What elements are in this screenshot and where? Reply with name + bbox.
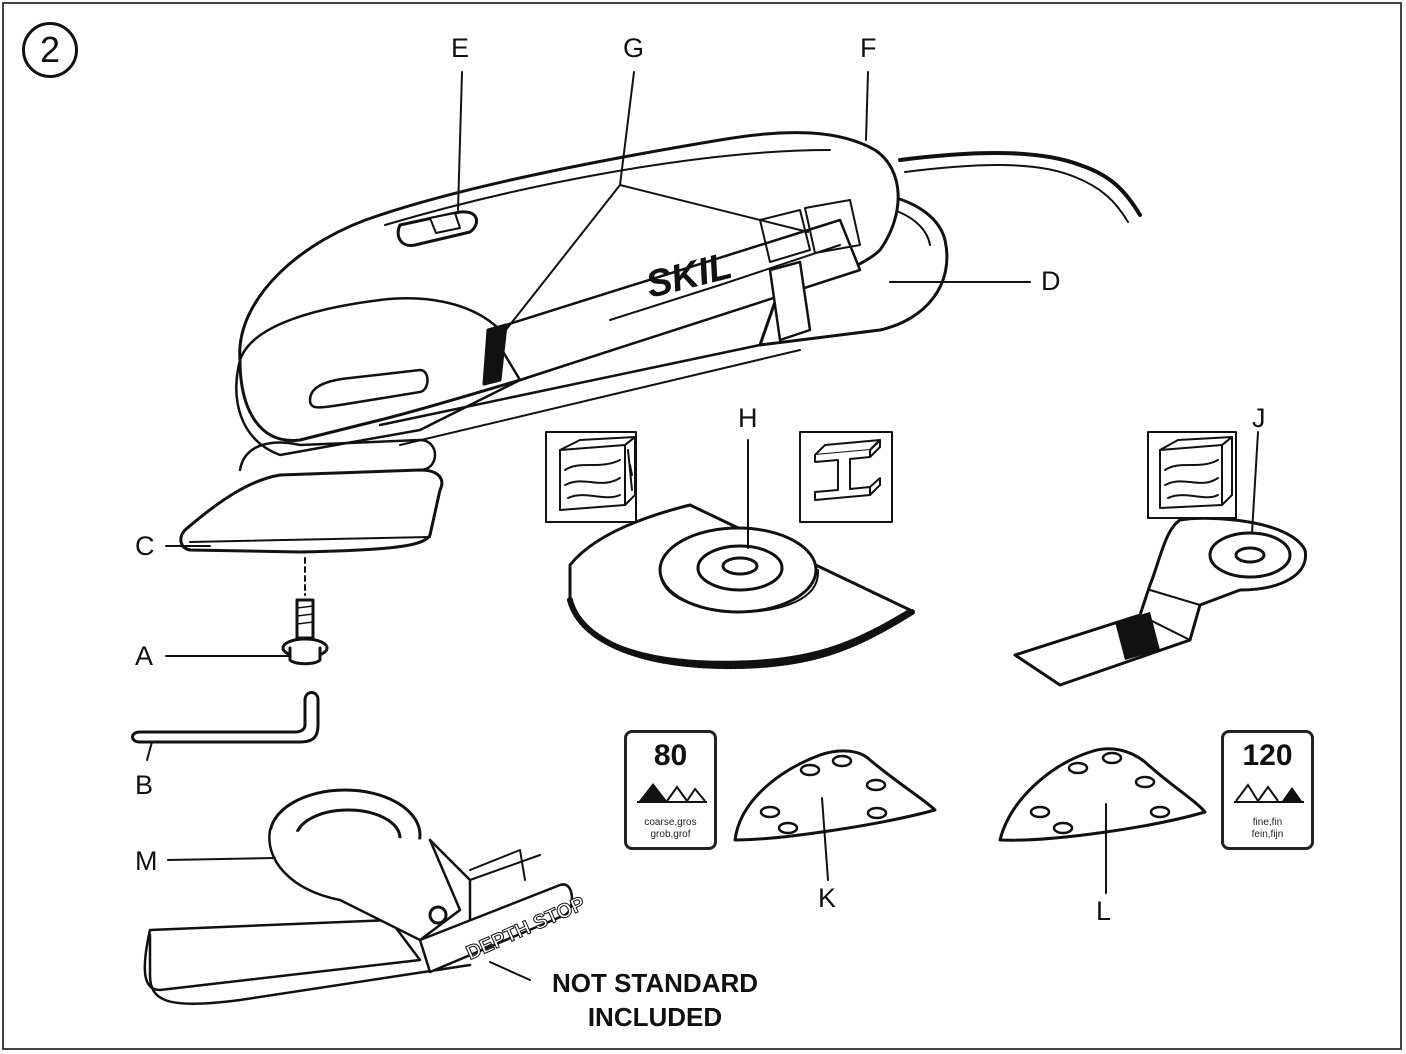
note-line-1: NOT STANDARD (551, 968, 759, 998)
figure-number: 2 (22, 22, 78, 78)
label-l: L (1096, 896, 1112, 926)
grit-text-line-1: coarse,gros (644, 817, 697, 828)
depth-stop-m (143, 788, 574, 1006)
grit-number: 80 (653, 739, 688, 772)
grit-text: coarse,gros grob,grof (627, 817, 714, 841)
sanding-sheet-k (733, 749, 937, 842)
label-h: H (738, 403, 758, 433)
coarse-grit-icon (637, 783, 707, 803)
grit-text-line-1: fine,fin (1252, 817, 1283, 828)
grip-band (482, 323, 508, 386)
grit-text-line-2: grob,grof (650, 829, 691, 840)
label-a: A (135, 641, 154, 671)
note-line-2: INCLUDED (587, 1002, 723, 1032)
grit-text-line-2: fein,fijn (1251, 829, 1284, 840)
label-b: B (135, 770, 154, 800)
vent-slot (308, 368, 429, 409)
sanding-sheet-l (998, 747, 1207, 842)
label-j: J (1252, 403, 1266, 433)
label-d: D (1041, 266, 1061, 296)
label-g: G (623, 33, 645, 63)
grit-number: 120 (1242, 739, 1293, 772)
tool-body (238, 131, 900, 442)
label-f: F (860, 33, 877, 63)
segment-blade-h (567, 503, 915, 670)
hex-key-b (131, 691, 320, 744)
grit-box-fine: 120 fine,fin fein,fijn (1221, 730, 1314, 850)
sanding-pad (179, 468, 444, 554)
grit-text: fine,fin fein,fijn (1224, 817, 1311, 841)
fine-grit-icon (1234, 783, 1304, 803)
plunge-blade-j (1013, 516, 1307, 687)
metal-beam-icon (799, 431, 893, 523)
wood-material-icon (545, 431, 637, 523)
label-m: M (135, 846, 158, 876)
label-c: C (135, 531, 155, 561)
not-standard-note: NOT STANDARD INCLUDED (520, 966, 790, 1034)
power-cord (898, 151, 1142, 217)
leader-lines (146, 71, 1259, 981)
label-k: K (818, 883, 837, 913)
label-e: E (451, 33, 470, 63)
screw-a (281, 598, 329, 666)
grit-box-coarse: 80 coarse,gros grob,grof (624, 730, 717, 850)
wood-material-icon (1147, 431, 1237, 519)
